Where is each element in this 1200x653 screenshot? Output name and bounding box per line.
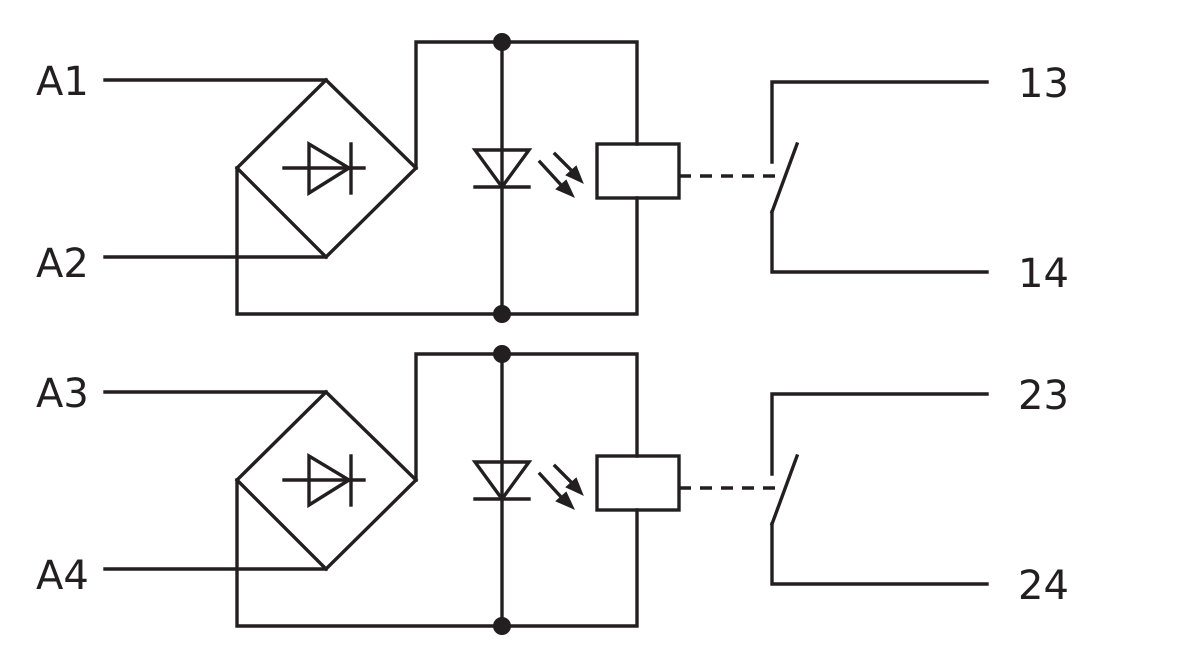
terminal-label-input-1-bottom: A2 bbox=[36, 241, 89, 287]
terminal-label-input-1-top: A1 bbox=[36, 59, 89, 105]
relay-channel-2-circuit bbox=[103, 344, 989, 636]
terminal-label-input-2-bottom: A4 bbox=[36, 553, 89, 599]
relay-channel-1-circuit bbox=[103, 32, 989, 324]
terminal-label-output-1-bottom: 14 bbox=[1018, 251, 1069, 297]
terminal-label-input-2-top: A3 bbox=[36, 371, 89, 417]
terminal-label-output-2-top: 23 bbox=[1018, 373, 1069, 419]
terminal-label-output-1-top: 13 bbox=[1018, 61, 1069, 107]
relay-channel-1: A1 A2 13 14 bbox=[36, 32, 1069, 324]
terminal-label-output-2-bottom: 24 bbox=[1018, 563, 1069, 609]
relay-channel-2: A3 A4 23 24 bbox=[36, 344, 1069, 636]
